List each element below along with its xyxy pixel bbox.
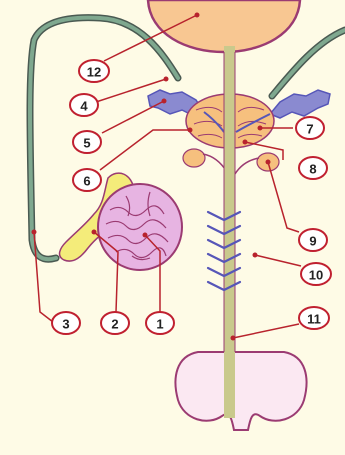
callout-10-text: 10 [309,268,323,283]
callout-7: 7 [296,117,324,139]
callout-2: 2 [101,312,129,334]
callout-3: 3 [52,312,80,334]
callout-11-text: 11 [307,312,321,327]
callout-1-text: 1 [156,317,163,332]
callout-8-text: 8 [309,162,316,177]
callout-12-text: 12 [87,65,101,80]
callout-2-text: 2 [111,317,118,332]
callout-9-text: 9 [309,234,316,249]
bulbourethral-gland-left [183,149,205,167]
callout-4: 4 [70,94,98,116]
callout-11: 11 [299,307,329,329]
callout-10: 10 [301,263,331,285]
callout-9: 9 [299,229,327,251]
callout-3-text: 3 [62,317,69,332]
callout-12: 12 [79,60,109,82]
callout-5: 5 [73,131,101,153]
callout-6-text: 6 [83,174,90,189]
callout-8: 8 [299,157,327,179]
callout-1: 1 [146,312,174,334]
callout-6: 6 [73,169,101,191]
callout-5-text: 5 [83,136,90,151]
penis-outline [175,352,306,430]
callout-7-text: 7 [306,122,313,137]
callout-4-text: 4 [80,99,88,114]
